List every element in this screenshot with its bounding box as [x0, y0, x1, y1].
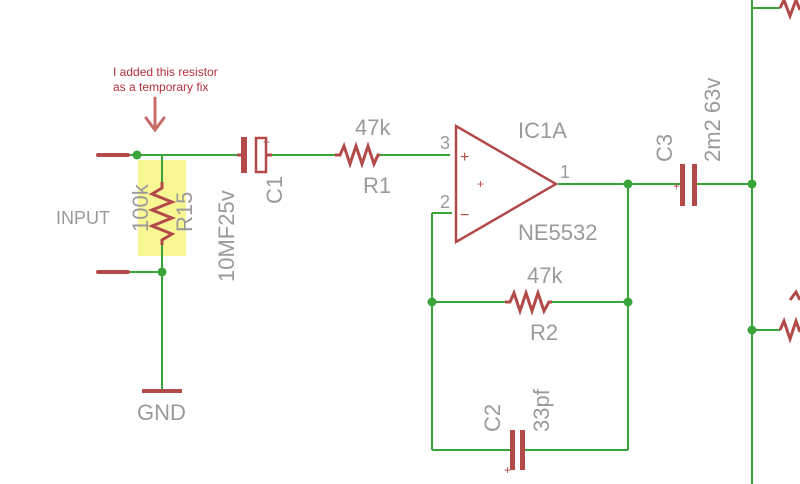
r2-name-label: R2: [530, 320, 558, 345]
c3-name-label: C3: [652, 134, 677, 162]
right-edge-resistor-top: [778, 0, 800, 21]
junction-dot: [427, 297, 437, 307]
c2-plus: +: [504, 463, 511, 477]
c2-capacitor: [510, 430, 525, 470]
opamp-inner-plus: +: [477, 177, 484, 191]
r1-value-label: 47k: [355, 115, 391, 140]
right-edge-resistor-mid: [778, 316, 800, 344]
opamp-minus-sign: −: [460, 207, 469, 224]
c1-value-label: 10MF25v: [214, 190, 239, 282]
c1-capacitor: [237, 136, 272, 174]
r1-resistor: [335, 141, 380, 169]
annotation-arrow: [144, 96, 166, 133]
annotation-line2: as a temporary fix: [113, 80, 208, 94]
input-connector: [96, 153, 130, 274]
r15-name-label: R15: [172, 192, 197, 232]
opamp-plus-sign: +: [460, 149, 469, 166]
c3-capacitor: [680, 164, 697, 206]
r1-name-label: R1: [363, 173, 391, 198]
junction-dots: [132, 150, 757, 335]
right-edge-resistor-low: [788, 289, 800, 301]
c3-plus: +: [673, 179, 680, 193]
r15-value-label: 100k: [128, 183, 153, 232]
pin1-label: 1: [560, 162, 570, 182]
c1-name-label: C1: [262, 176, 287, 204]
r2-resistor: [505, 288, 552, 316]
junction-dot: [747, 179, 757, 189]
opamp-triangle: [454, 123, 559, 245]
input-label: INPUT: [56, 208, 110, 228]
wires: [128, 0, 780, 484]
junction-dot: [623, 297, 633, 307]
c2-value-label: 33pf: [529, 388, 554, 432]
junction-dot: [157, 267, 167, 277]
annotation-line1: I added this resistor: [113, 65, 218, 79]
pin3-label: 3: [440, 133, 450, 153]
junction-dot: [623, 179, 633, 189]
c2-name-label: C2: [480, 404, 505, 432]
r2-value-label: 47k: [527, 263, 563, 288]
ic-name-label: IC1A: [518, 118, 567, 143]
junction-dot: [132, 150, 142, 160]
pin2-label: 2: [440, 192, 450, 212]
junction-dot: [747, 325, 757, 335]
gnd-label: GND: [137, 400, 186, 425]
r15-resistor: [147, 182, 177, 245]
c1-plus: +: [263, 135, 270, 149]
c3-value-label: 2m2 63v: [700, 78, 725, 162]
ic-part-label: NE5532: [518, 220, 598, 245]
